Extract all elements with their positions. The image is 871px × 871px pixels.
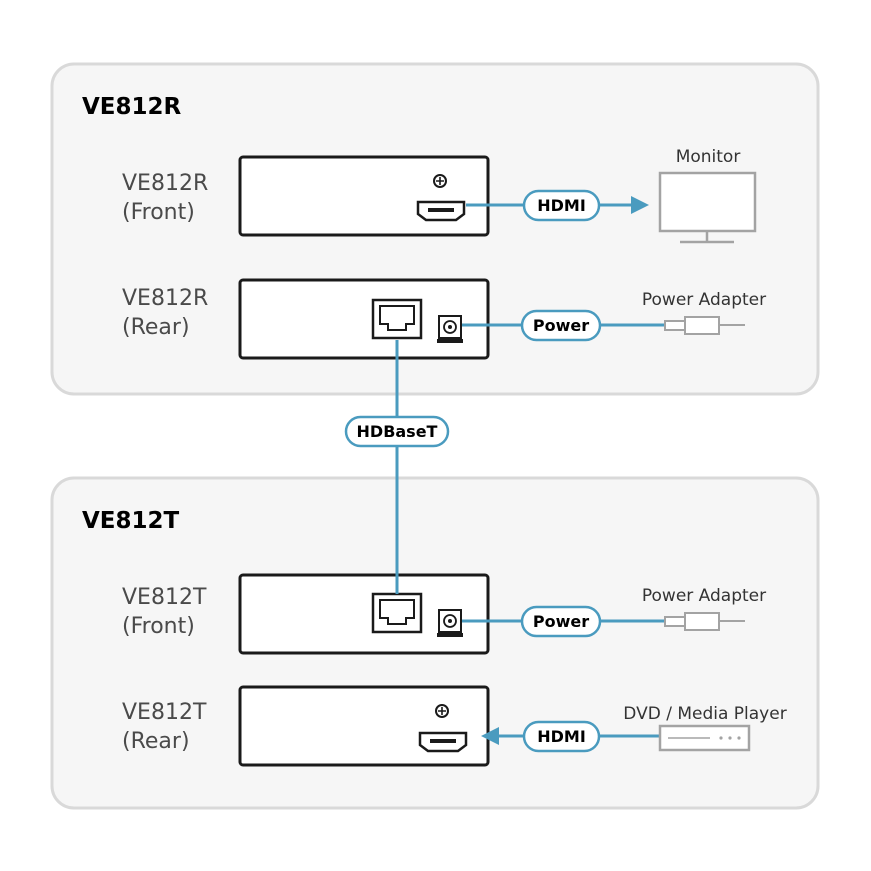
transmitter-rear-unit xyxy=(238,685,490,767)
monitor-label: Monitor xyxy=(676,147,741,167)
transmitter-rear-sublabel: (Rear) xyxy=(122,729,190,754)
power-jack-icon xyxy=(437,609,463,637)
hdmi-input-label: HDMI xyxy=(537,727,586,746)
transmitter-front-unit xyxy=(238,573,490,655)
receiver-front-label: VE812R xyxy=(122,171,208,196)
power-receiver-pill: Power xyxy=(520,309,602,342)
hdmi-port-pins xyxy=(428,208,454,212)
hdmi-output-label: HDMI xyxy=(537,196,586,215)
power-jack-icon xyxy=(437,315,463,343)
transmitter-front-label: VE812T xyxy=(122,585,207,610)
receiver-front-unit xyxy=(238,155,490,237)
media-player-label: DVD / Media Player xyxy=(623,704,786,724)
transmitter-rear-label: VE812T xyxy=(122,700,207,725)
power-receiver-label: Power xyxy=(533,316,589,335)
transmitter-title: VE812T xyxy=(82,508,180,534)
receiver-rear-label: VE812R xyxy=(122,286,208,311)
receiver-rear-unit xyxy=(238,278,490,360)
hdmi-input-pill: HDMI xyxy=(522,720,601,753)
power-transmitter-label: Power xyxy=(533,612,589,631)
hdmi-output-pill: HDMI xyxy=(522,189,601,222)
hdbaset-label: HDBaseT xyxy=(357,422,438,441)
monitor-icon xyxy=(658,171,757,244)
receiver-front-sublabel: (Front) xyxy=(122,200,195,225)
power-adapter-receiver-label: Power Adapter xyxy=(642,290,766,310)
rj45-port-icon xyxy=(371,592,423,634)
hdbaset-pill: HDBaseT xyxy=(344,415,450,448)
screw-icon xyxy=(433,174,447,188)
power-adapter-transmitter-label: Power Adapter xyxy=(642,586,766,606)
media-player-icon xyxy=(658,724,751,752)
power-transmitter-pill: Power xyxy=(520,605,602,638)
power-adapter-icon xyxy=(664,612,745,631)
screw-icon xyxy=(435,704,449,718)
rj45-port-icon xyxy=(371,298,423,340)
receiver-title: VE812R xyxy=(82,94,182,120)
power-adapter-icon xyxy=(664,316,745,335)
transmitter-front-sublabel: (Front) xyxy=(122,614,195,639)
hdmi-port-pins xyxy=(430,739,456,743)
receiver-rear-sublabel: (Rear) xyxy=(122,315,190,340)
